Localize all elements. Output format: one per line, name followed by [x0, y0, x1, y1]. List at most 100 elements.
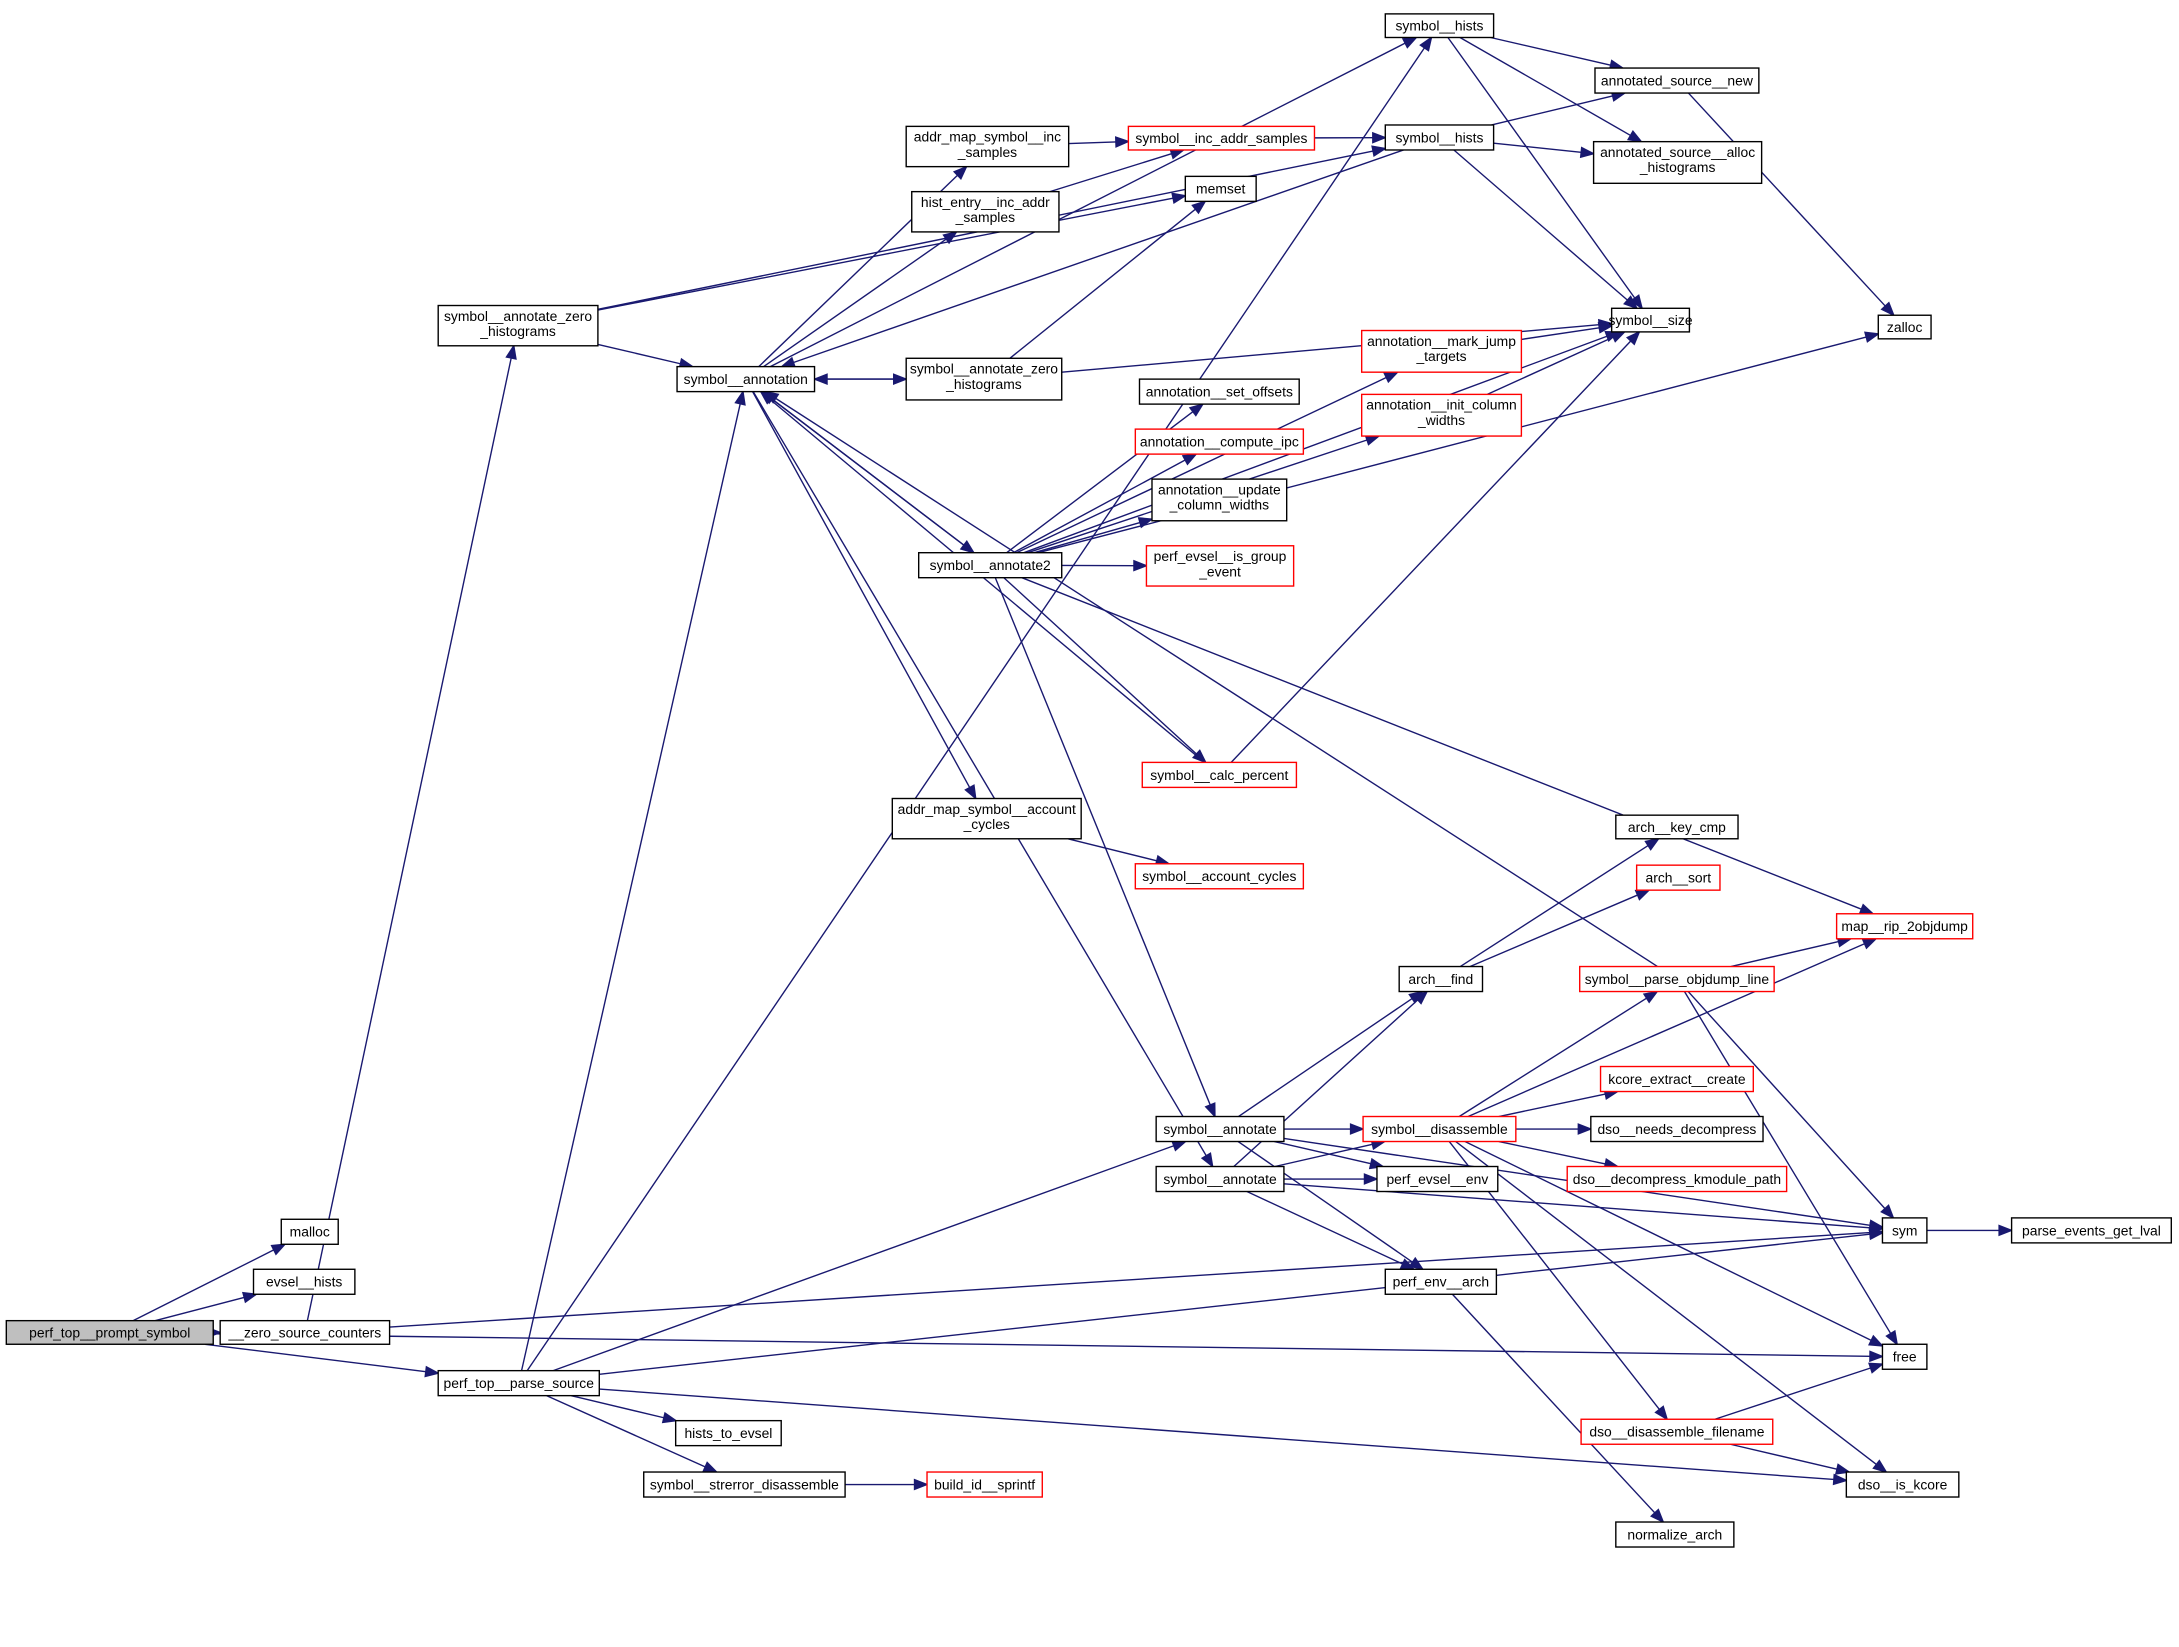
- node-init-col[interactable]: annotation__init_column_widths: [1360, 393, 1523, 437]
- node-sym-size[interactable]: symbol__size: [1609, 307, 1693, 333]
- edge-parse-objdump-to-map-rip: [1730, 936, 1853, 968]
- edge-line: [1021, 577, 1862, 910]
- node-calc-percent[interactable]: symbol__calc_percent: [1141, 761, 1298, 789]
- edge-line: [1498, 1093, 1606, 1118]
- node-arch-sort[interactable]: arch__sort: [1635, 864, 1721, 891]
- edge-annotation-to-annotate-b: [752, 391, 1214, 1169]
- node-label: annotation__compute_ipc: [1140, 433, 1299, 449]
- edge-line: [994, 577, 1211, 1106]
- node-prompt[interactable]: perf_top__prompt_symbol: [5, 1319, 214, 1345]
- node-label: annotation__mark_jump: [1367, 333, 1516, 349]
- node-strerror[interactable]: symbol__strerror_disassemble: [643, 1471, 846, 1498]
- node-update-col[interactable]: annotation__update_column_widths: [1151, 478, 1288, 522]
- node-label: symbol__hists: [1395, 129, 1483, 145]
- edge-line: [1455, 1140, 1877, 1465]
- node-box: [1151, 478, 1288, 522]
- node-annotation[interactable]: symbol__annotation: [676, 365, 816, 393]
- node-as-alloc[interactable]: annotated_source__alloc_histograms: [1592, 140, 1763, 185]
- node-hists-top[interactable]: symbol__hists: [1384, 13, 1495, 39]
- node-zero-hist-m[interactable]: symbol__annotate_zero_histograms: [905, 357, 1063, 401]
- node-annotate-a[interactable]: symbol__annotate: [1155, 1115, 1285, 1143]
- node-key-cmp[interactable]: arch__key_cmp: [1615, 814, 1739, 840]
- edge-line: [520, 403, 741, 1371]
- node-sym[interactable]: sym: [1881, 1217, 1928, 1244]
- node-annotate2[interactable]: symbol__annotate2: [917, 552, 1063, 579]
- edge-arch-find-to-arch-sort: [1469, 889, 1651, 968]
- node-box: [1155, 1115, 1285, 1143]
- node-memset[interactable]: memset: [1184, 175, 1257, 203]
- arrowhead-icon: [1610, 331, 1627, 343]
- node-lval[interactable]: parse_events_get_lval: [2010, 1217, 2172, 1244]
- node-sym-inc[interactable]: symbol__inc_addr_samples: [1127, 125, 1316, 151]
- edge-line: [1453, 149, 1628, 301]
- node-box: [1145, 545, 1295, 587]
- node-box: [1594, 67, 1760, 94]
- edge-annotate-b-to-env-arch: [1246, 1190, 1416, 1271]
- node-dis-filename[interactable]: dso__disassemble_filename: [1580, 1418, 1774, 1445]
- node-hists-mid[interactable]: symbol__hists: [1384, 124, 1495, 151]
- node-mark-jump[interactable]: annotation__mark_jump_targets: [1360, 329, 1523, 373]
- node-box: [437, 1369, 600, 1397]
- edge-hists-mid-to-as-alloc: [1493, 142, 1596, 159]
- node-map-rip[interactable]: map__rip_2objdump: [1835, 913, 1974, 940]
- node-box: [5, 1319, 214, 1345]
- node-needs-decomp[interactable]: dso__needs_decompress: [1590, 1115, 1764, 1143]
- node-box: [905, 125, 1070, 168]
- node-set-offsets[interactable]: annotation__set_offsets: [1138, 378, 1300, 405]
- node-box: [1134, 428, 1305, 455]
- node-free[interactable]: free: [1881, 1343, 1928, 1370]
- node-he-inc[interactable]: hist_entry__inc_addr_samples: [911, 190, 1060, 233]
- arrowhead-icon: [1364, 434, 1381, 446]
- node-label: dso__needs_decompress: [1597, 1121, 1756, 1137]
- node-label: addr_map_symbol__inc: [914, 129, 1061, 145]
- node-label: dso__is_kcore: [1858, 1476, 1948, 1492]
- edge-hists-top-to-as-alloc: [1459, 36, 1644, 143]
- edge-line: [1238, 997, 1413, 1118]
- node-is-kcore[interactable]: dso__is_kcore: [1845, 1471, 1960, 1498]
- node-annotate-b[interactable]: symbol__annotate: [1155, 1165, 1285, 1193]
- arrowhead-icon: [1383, 371, 1400, 384]
- node-is-group[interactable]: perf_evsel__is_group_event: [1145, 545, 1295, 587]
- edge-zero-hist-m-to-memset: [1009, 200, 1207, 359]
- edge-line: [1246, 1190, 1403, 1265]
- arrowhead-icon: [1832, 1473, 1849, 1486]
- arrowhead-icon: [1623, 295, 1639, 310]
- node-label: symbol__size: [1609, 312, 1693, 328]
- node-compute-ipc[interactable]: annotation__compute_ipc: [1134, 428, 1305, 455]
- node-box: [1579, 965, 1775, 993]
- node-label: kcore_extract__create: [1608, 1071, 1746, 1087]
- node-label: build_id__sprintf: [934, 1476, 1035, 1492]
- node-account-cycles[interactable]: symbol__account_cycles: [1134, 863, 1305, 890]
- node-label: memset: [1196, 181, 1245, 197]
- node-zalloc[interactable]: zalloc: [1877, 314, 1932, 340]
- node-evsel-env[interactable]: perf_evsel__env: [1376, 1165, 1499, 1193]
- edge-zero-hist-l-to-annotation: [597, 343, 695, 370]
- node-hists-to-evsel[interactable]: hists_to_evsel: [674, 1419, 782, 1447]
- node-box: [1881, 1217, 1928, 1244]
- edge-line: [1730, 1443, 1838, 1470]
- node-evsel-hists[interactable]: evsel__hists: [252, 1268, 356, 1295]
- node-addr-account[interactable]: addr_map_symbol__account_cycles: [891, 797, 1082, 840]
- node-normalize[interactable]: normalize_arch: [1615, 1521, 1735, 1548]
- node-parse-objdump[interactable]: symbol__parse_objdump_line: [1579, 965, 1775, 993]
- node-zero-src[interactable]: __zero_source_counters: [219, 1319, 391, 1345]
- node-label: symbol__annotate2: [930, 557, 1051, 573]
- node-build-id[interactable]: build_id__sprintf: [926, 1471, 1043, 1498]
- edge-line: [1464, 1140, 1872, 1342]
- node-parse-source[interactable]: perf_top__parse_source: [437, 1369, 600, 1397]
- node-disassemble[interactable]: symbol__disassemble: [1362, 1115, 1517, 1143]
- node-arch-find[interactable]: arch__find: [1398, 965, 1484, 993]
- node-addr-inc[interactable]: addr_map_symbol__inc_samples: [905, 125, 1070, 168]
- node-env-arch[interactable]: perf_env__arch: [1384, 1268, 1498, 1295]
- node-decomp-kmod[interactable]: dso__decompress_kmodule_path: [1566, 1165, 1788, 1193]
- node-zero-hist-l[interactable]: symbol__annotate_zero_histograms: [437, 304, 599, 347]
- edge-zero-src-to-zero-hist-l: [306, 343, 517, 1321]
- node-as-new[interactable]: annotated_source__new: [1594, 67, 1760, 94]
- node-label: evsel__hists: [266, 1274, 342, 1290]
- node-box: [1141, 761, 1298, 789]
- node-kcore-extract[interactable]: kcore_extract__create: [1599, 1065, 1754, 1093]
- edge-zero-hist-l-to-memset: [597, 192, 1188, 311]
- node-malloc[interactable]: malloc: [280, 1218, 339, 1245]
- node-label: _histograms: [479, 323, 556, 339]
- arrowhead-icon: [1642, 990, 1659, 1004]
